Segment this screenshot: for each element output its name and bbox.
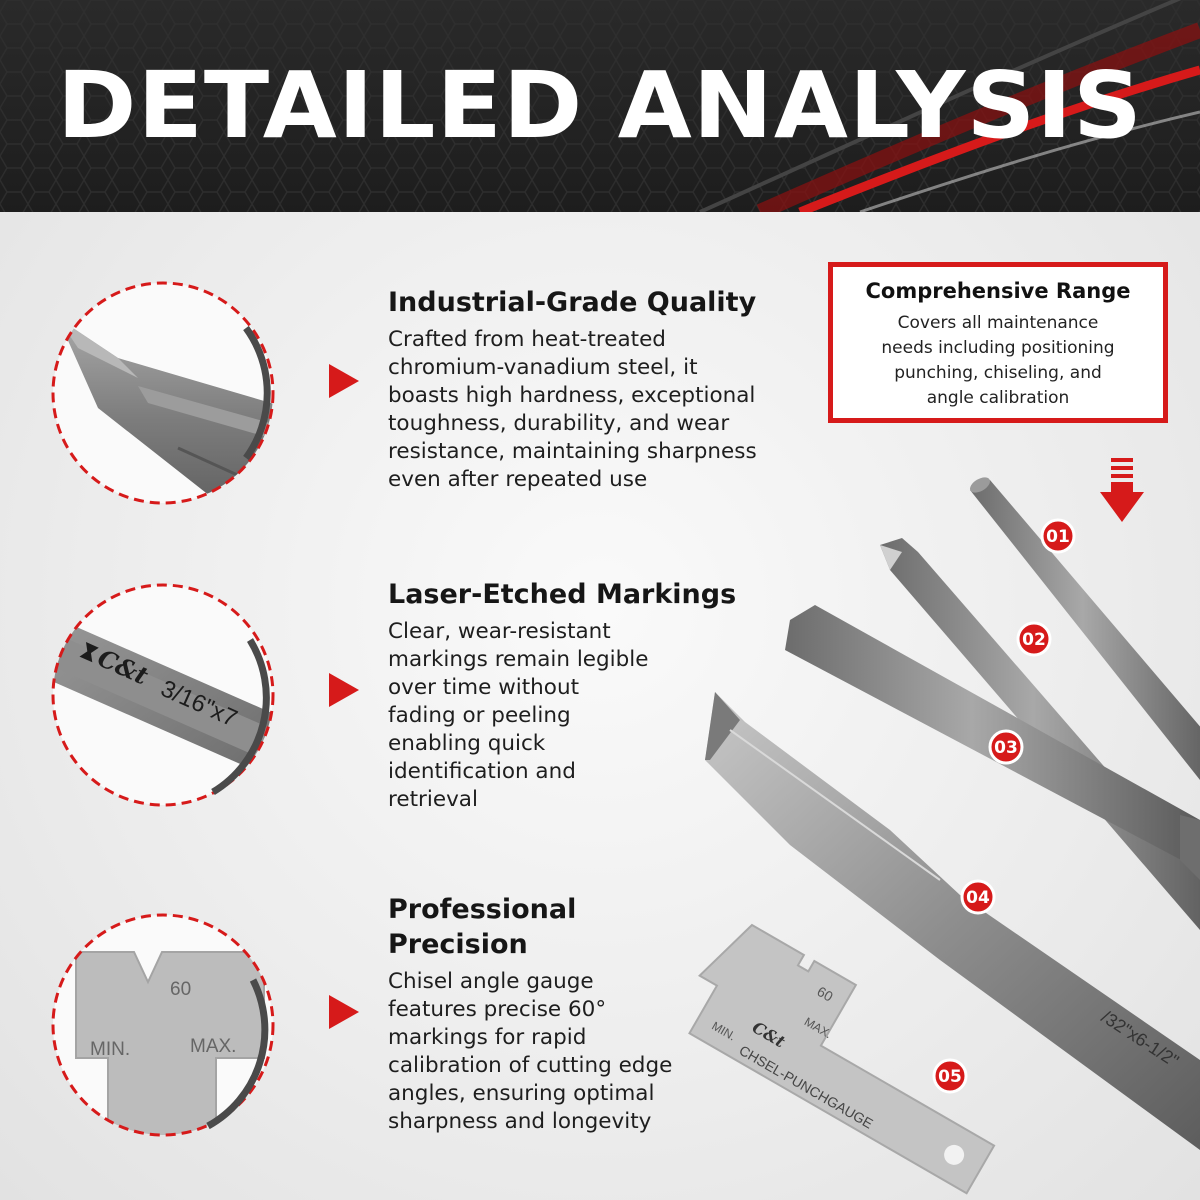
comprehensive-range-box: Comprehensive Range Covers all maintenan… xyxy=(828,262,1168,423)
feature-professional-precision: Professional Precision Chisel angle gaug… xyxy=(388,892,818,1136)
header-banner: DETAILED ANALYSIS xyxy=(0,0,1200,212)
svg-text:02: 02 xyxy=(1022,630,1046,650)
tool-01-pin-punch xyxy=(970,477,1200,780)
red-streak-decoration xyxy=(699,0,1200,212)
gauge-min-text: MIN. xyxy=(90,1039,130,1060)
svg-text:03: 03 xyxy=(994,738,1018,758)
feature-title: Professional Precision xyxy=(388,894,577,960)
tool-set-illustration: /32"x6-1/2" 60 MAX. MIN. C&t CHSEL-PUNCH… xyxy=(688,477,1200,1195)
badge-04: 04 xyxy=(960,879,996,915)
feature-laser-etched: Laser-Etched Markings Clear, wear-resist… xyxy=(388,577,818,814)
gauge-max-text: MAX. xyxy=(190,1036,236,1057)
badge-05: 05 xyxy=(932,1058,968,1094)
pointer-arrow-icon xyxy=(329,673,359,707)
badge-02: 02 xyxy=(1016,621,1052,657)
zoom-circle-markings: C&t 3/16"x7 xyxy=(51,583,275,807)
feature-industrial-grade: Industrial-Grade Quality Crafted from he… xyxy=(388,285,818,494)
range-box-title: Comprehensive Range xyxy=(865,279,1131,303)
feature-description: Crafted from heat-treated chromium-vanad… xyxy=(388,327,757,492)
svg-text:60: 60 xyxy=(814,983,836,1005)
brand-logo-icon xyxy=(79,642,99,663)
range-box-description: Covers all maintenance needs including p… xyxy=(881,313,1115,408)
down-arrow-icon xyxy=(1100,458,1144,522)
feature-title: Industrial-Grade Quality xyxy=(388,287,757,318)
feature-description: Chisel angle gauge features precise 60° … xyxy=(388,969,673,1134)
svg-text:04: 04 xyxy=(966,888,990,908)
zoom-circle-gauge: 60 MIN. MAX. xyxy=(51,913,275,1137)
feature-description: Clear, wear-resistant markings remain le… xyxy=(388,619,649,812)
svg-text:05: 05 xyxy=(938,1067,962,1087)
pointer-arrow-icon xyxy=(329,364,359,398)
gauge-angle-text: 60 xyxy=(170,979,191,1000)
badge-03: 03 xyxy=(988,729,1024,765)
svg-text:01: 01 xyxy=(1046,527,1070,547)
pointer-arrow-icon xyxy=(329,995,359,1029)
badge-01: 01 xyxy=(1040,518,1076,554)
zoom-circle-tip xyxy=(51,281,275,505)
feature-title: Laser-Etched Markings xyxy=(388,579,737,610)
page-title: DETAILED ANALYSIS xyxy=(57,52,1143,159)
